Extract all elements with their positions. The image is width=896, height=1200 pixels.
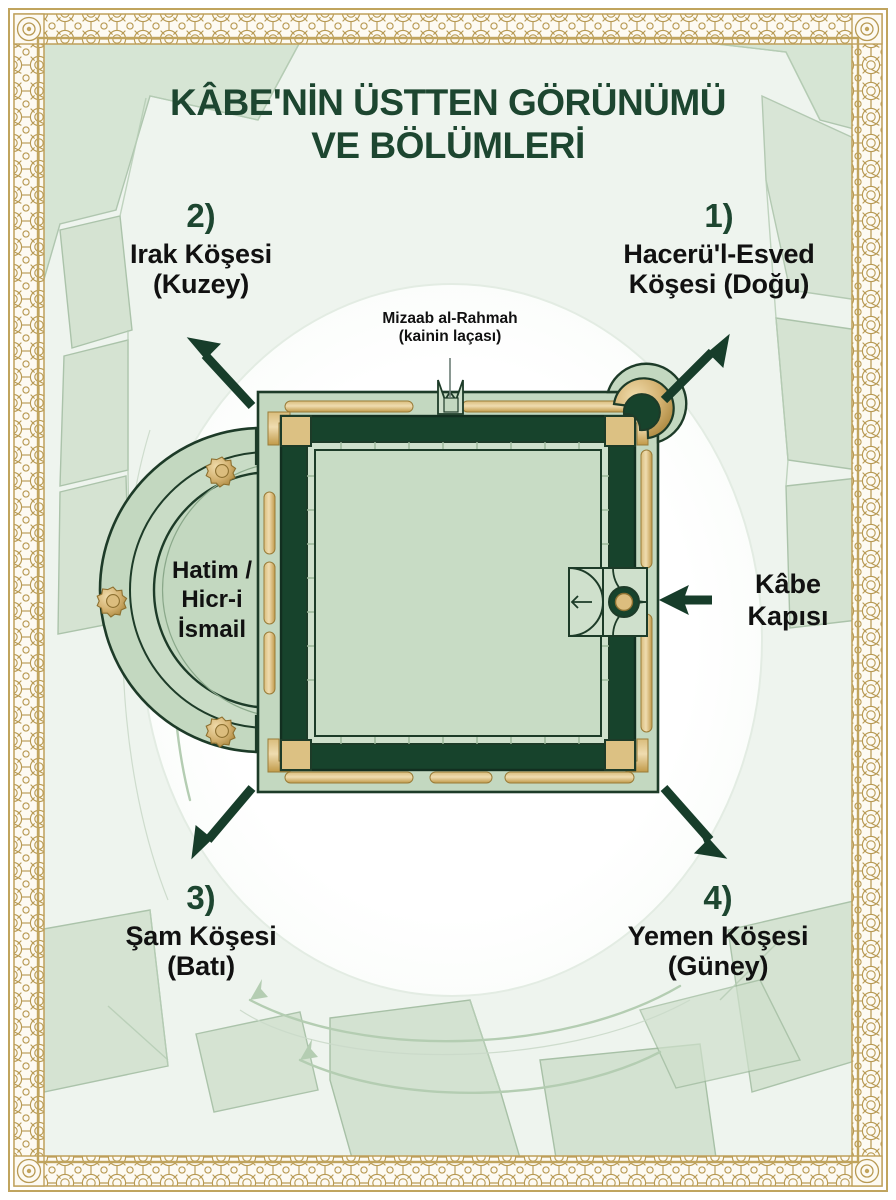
border-corner-rosette	[13, 13, 883, 1187]
annotation-kaabe-kapisi: Kâbe Kapısı	[716, 568, 860, 633]
corner-label-yemen: 4) Yemen Köşesi (Güney)	[578, 879, 858, 982]
corner-name-1: Hacerü'l-Esved	[623, 238, 815, 269]
annotation-door-line1: Kâbe	[754, 569, 822, 599]
hatim-rosette	[96, 456, 237, 748]
corner-label-irak: 2) Irak Köşesi (Kuzey)	[68, 197, 334, 300]
corner-number-2: 2)	[186, 197, 216, 234]
annotation-hatim: Hatim / Hicr-i İsmail	[152, 556, 272, 644]
annotation-hatim-line2: Hicr-i	[181, 586, 243, 614]
corner-direction-2: (Kuzey)	[152, 269, 250, 300]
corner-number-1: 1)	[704, 197, 734, 234]
annotation-mizaab-line1: Mizaab al-Rahmah	[382, 310, 518, 327]
arrow-irak	[186, 337, 256, 410]
arrow-hacerul-esved	[660, 333, 730, 404]
arrow-kaaba-door	[658, 584, 712, 616]
page-title-line2: VE BÖLÜMLERİ	[311, 125, 585, 167]
annotation-hatim-line1: Hatim /	[171, 557, 252, 584]
corner-label-sam: 3) Şam Köşesi (Batı)	[68, 879, 334, 982]
annotation-mizaab-line2: (kainin laçası)	[398, 328, 502, 346]
corner-name-2: Irak Köşesi	[130, 238, 272, 269]
hatim-structure	[96, 426, 284, 754]
kaaba-interior-floor	[314, 449, 602, 737]
kaaba-door	[568, 567, 648, 637]
corner-number-4: 4)	[703, 879, 733, 916]
arrow-sam	[191, 785, 256, 860]
kaaba-corner-blocks	[280, 415, 636, 771]
arrow-yemen	[660, 785, 728, 859]
annotation-mizaab: Mizaab al-Rahmah (kainin laçası)	[352, 310, 548, 346]
page-title-line1: KÂBE'NİN ÜSTTEN GÖRÜNÜMÜ	[170, 82, 726, 123]
mizaab-spout	[437, 358, 464, 415]
corner-direction-1: Köşesi (Doğu)	[628, 269, 810, 300]
annotation-hatim-line3: İsmail	[177, 615, 247, 643]
corner-number-3: 3)	[186, 879, 216, 916]
black-stone-corner	[606, 362, 688, 444]
corner-name-3: Şam Köşesi	[125, 920, 277, 951]
corner-name-4: Yemen Köşesi	[627, 920, 809, 951]
corner-direction-3: (Batı)	[167, 951, 235, 982]
corner-label-hacerul-esved: 1) Hacerü'l-Esved Köşesi (Doğu)	[574, 197, 864, 300]
corner-direction-4: (Güney)	[667, 951, 769, 982]
annotation-door-line2: Kapısı	[747, 601, 829, 632]
page-title: KÂBE'NİN ÜSTTEN GÖRÜNÜMÜ VE BÖLÜMLERİ	[120, 82, 776, 167]
